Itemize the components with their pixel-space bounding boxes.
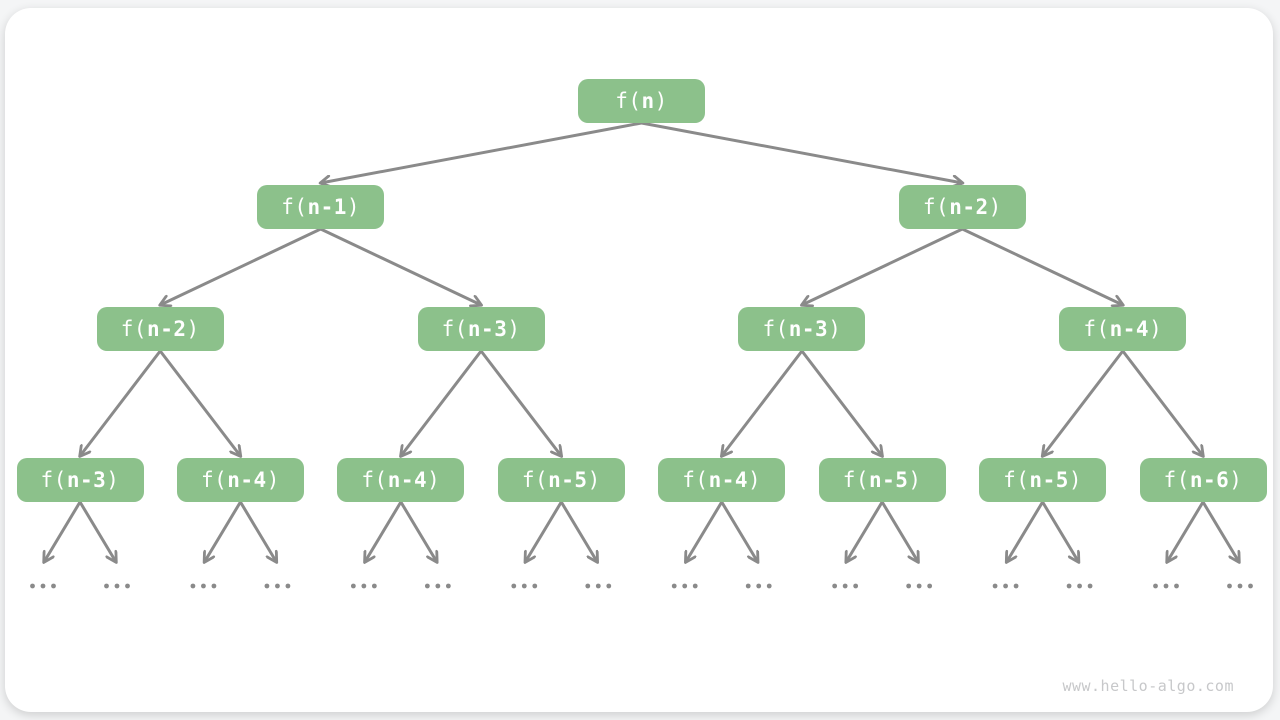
node-label: f(n-1) xyxy=(281,194,361,219)
node-label: f(n) xyxy=(615,88,668,113)
tree-node-f-n-4: f(n-4) xyxy=(337,458,465,502)
node-label: f(n-6) xyxy=(1163,467,1243,492)
node-label: f(n-5) xyxy=(842,467,922,492)
tree-node-f-n-3: f(n-3) xyxy=(738,307,866,351)
tree-node-f-n-5: f(n-5) xyxy=(818,458,946,502)
tree-node-f-n-1: f(n-1) xyxy=(257,185,385,229)
node-label: f(n-2) xyxy=(922,194,1002,219)
tree-node-f-n-4: f(n-4) xyxy=(658,458,786,502)
node-label: f(n-4) xyxy=(200,467,280,492)
node-label: f(n-3) xyxy=(762,316,842,341)
node-label: f(n-3) xyxy=(441,316,521,341)
tree-node-f-n-5: f(n-5) xyxy=(497,458,625,502)
tree-node-f-n: f(n) xyxy=(578,79,705,123)
node-label: f(n-4) xyxy=(682,467,762,492)
tree-node-f-n-2: f(n-2) xyxy=(96,307,224,351)
tree-node-f-n-6: f(n-6) xyxy=(1139,458,1267,502)
tree-node-f-n-5: f(n-5) xyxy=(979,458,1107,502)
node-label: f(n-4) xyxy=(1083,316,1163,341)
node-label: f(n-5) xyxy=(1003,467,1083,492)
tree-node-f-n-3: f(n-3) xyxy=(417,307,545,351)
tree-node-f-n-4: f(n-4) xyxy=(176,458,304,502)
node-label: f(n-3) xyxy=(40,467,120,492)
watermark: www.hello-algo.com xyxy=(1062,677,1234,695)
node-label: f(n-4) xyxy=(361,467,441,492)
tree-node-f-n-2: f(n-2) xyxy=(898,185,1026,229)
tree-node-f-n-3: f(n-3) xyxy=(16,458,144,502)
node-label: f(n-5) xyxy=(521,467,601,492)
tree-node-f-n-4: f(n-4) xyxy=(1059,307,1187,351)
node-label: f(n-2) xyxy=(120,316,200,341)
